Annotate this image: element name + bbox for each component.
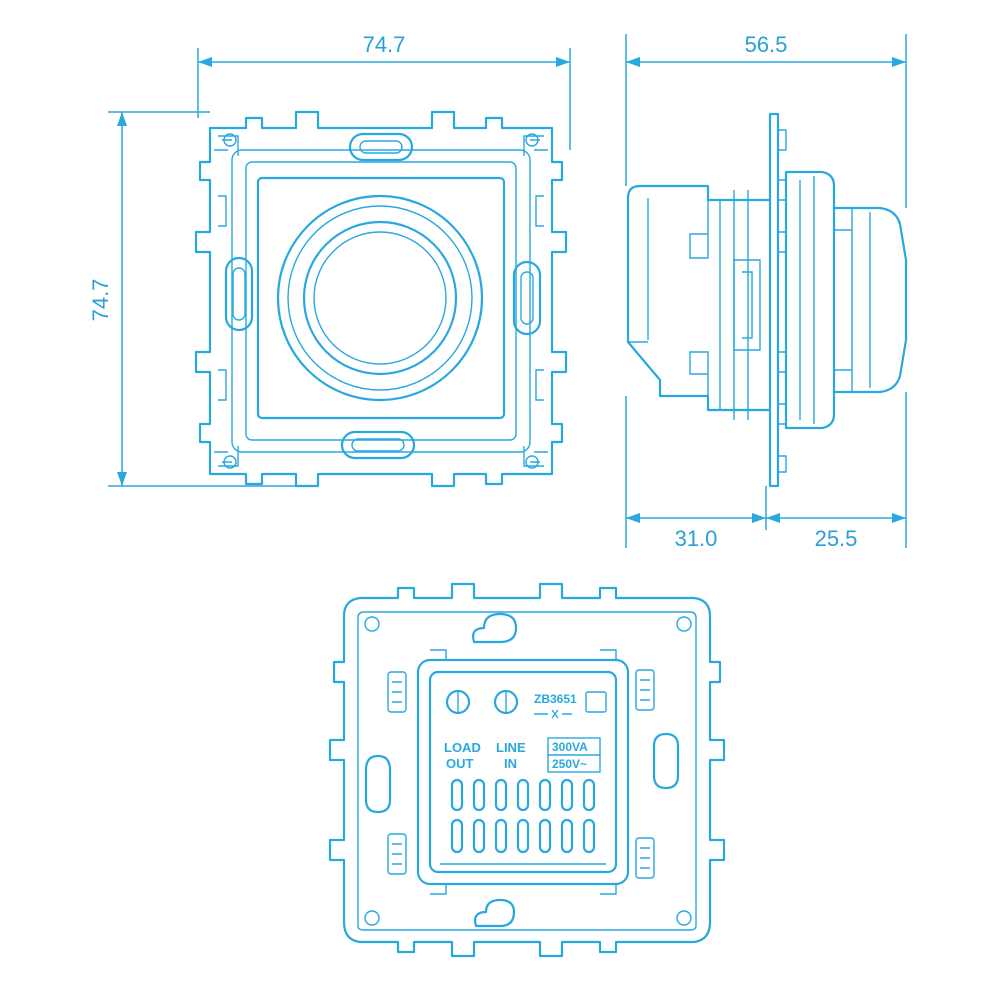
rear-module-housing [416,658,630,886]
front-mounting-frame [194,110,568,488]
front-corner-hole [525,455,539,469]
rear-latch [387,833,407,875]
rear-module-bottom-ridge [440,863,606,873]
dimmer-knob-ring [287,205,473,391]
front-inner-frame [231,149,531,453]
side-rear-label: 31.0 [675,526,718,551]
front-screw-slot-left [224,256,254,332]
terminal-screw-load [445,689,471,715]
side-depth-label: 56.5 [745,32,788,57]
rear-keyhole-bottom [474,898,516,928]
rear-vent-slots-top [450,778,596,812]
side-front-cover-inner [799,176,815,424]
dimmer-knob-inner [313,231,447,365]
front-corner-hole [223,133,237,147]
dim-front-height: 74.7 [88,111,296,487]
rear-certification-marks [534,709,572,719]
rear-frame-inner [357,611,697,931]
front-screw-slot-left-inner [232,267,246,321]
rear-mounting-frame [328,582,726,958]
dimmer-knob-rim [302,220,458,376]
front-screw-slot-bottom-inner [351,438,405,452]
rear-line-label: LINE [496,740,526,755]
rear-corner-hole [364,910,380,926]
dimmer-knob-ring-outer [276,194,484,402]
side-rear-body-inner [628,198,649,343]
rear-indicator-box [585,691,607,713]
side-knob-edges [834,208,871,392]
rear-corner-hole [364,616,380,632]
front-corner-hole [525,133,539,147]
front-screw-slot-right [512,260,542,336]
rear-corner-hole [676,910,692,926]
rear-latch [387,671,407,713]
side-plate-teeth [778,129,787,473]
side-mounting-plate [768,112,780,488]
rear-out-label: OUT [446,756,474,771]
rear-load-label: LOAD [444,740,481,755]
rear-rating-voltage: 250V~ [552,757,587,771]
side-rear-steps [689,200,709,410]
dimmer-face-plate [256,176,506,420]
side-rear-cutout [733,259,761,351]
front-width-label: 74.7 [363,32,406,57]
side-knob [832,206,908,394]
front-view [194,110,568,488]
rear-top-clips [430,649,617,895]
side-rear-body [626,184,772,412]
rear-latch [635,837,655,879]
terminal-screw-line [493,689,519,715]
rear-keyhole-left [364,754,392,814]
side-view [626,112,908,488]
rear-view: ZB3651 LOAD OUT LINE IN 300VA 250V~ [328,582,726,958]
rear-vent-slots-bottom [450,818,596,854]
front-screw-slot-top [348,132,414,162]
side-front-label: 25.5 [815,526,858,551]
rear-model-label: ZB3651 [534,692,577,706]
rear-keyhole-right [652,732,680,790]
rear-latch [635,669,655,711]
front-corner-hole [223,455,237,469]
front-screw-slot-right-inner [520,271,534,325]
front-screw-slot-bottom [340,430,416,460]
front-side-clips [218,195,544,401]
dim-side-split: 31.0 25.5 [625,392,907,551]
rear-corner-hole [676,616,692,632]
rear-rating-power: 300VA [552,740,588,754]
front-frame-step [245,161,517,441]
rear-in-label: IN [504,756,517,771]
dim-front-width: 74.7 [197,32,571,150]
front-screw-slot-top-inner [359,140,403,154]
side-front-cover [784,170,836,430]
rear-latch-ribs [392,679,650,869]
front-height-label: 74.7 [88,279,113,322]
dim-side-depth: 56.5 [625,32,907,208]
rear-keyhole-top [472,612,518,644]
